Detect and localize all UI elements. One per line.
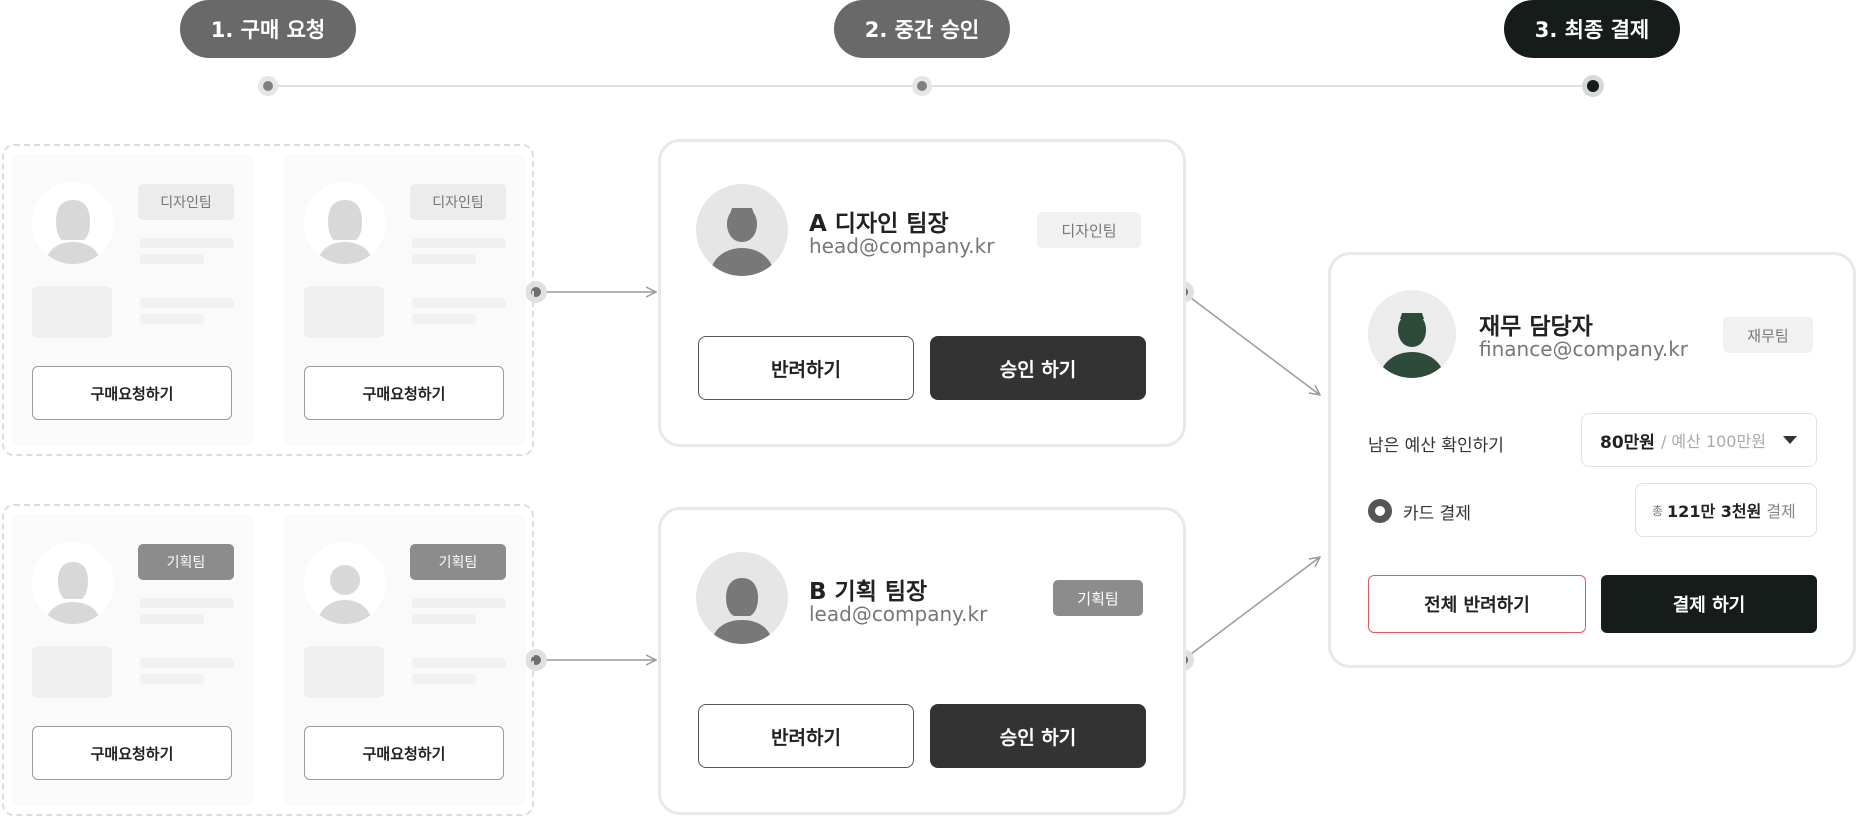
button-label: 반려하기 — [771, 726, 841, 749]
team-badge-label: 재무팀 — [1747, 326, 1789, 345]
skeleton-line — [412, 314, 476, 324]
team-badge: 디자인팀 — [410, 184, 506, 220]
button-label: 승인 하기 — [999, 358, 1077, 381]
avatar-male-icon — [304, 542, 386, 624]
purchase-request-button[interactable]: 구매요청하기 — [32, 726, 232, 780]
approver-card-b: B 기획 팀장 lead@company.kr 기획팀 반려하기 승인 하기 — [658, 507, 1186, 815]
reject-all-button[interactable]: 전체 반려하기 — [1368, 575, 1586, 633]
purchase-request-button[interactable]: 구매요청하기 — [304, 726, 504, 780]
request-card: 디자인팀 구매요청하기 — [12, 154, 254, 446]
approver-card-a: A 디자인 팀장 head@company.kr 디자인팀 반려하기 승인 하기 — [658, 139, 1186, 447]
request-group-planning — [2, 504, 534, 816]
skeleton-block — [304, 286, 384, 338]
budget-label: 남은 예산 확인하기 — [1368, 436, 1504, 456]
finance-email: finance@company.kr — [1479, 337, 1688, 361]
button-label: 구매요청하기 — [90, 384, 174, 403]
pay-button[interactable]: 결제 하기 — [1601, 575, 1817, 633]
skeleton-block — [32, 286, 112, 338]
payment-method-label: 카드 결제 — [1403, 504, 1471, 524]
request-card: 기획팀 구매요청하기 — [12, 514, 254, 806]
approve-button[interactable]: 승인 하기 — [930, 704, 1146, 768]
purchase-request-button[interactable]: 구매요청하기 — [304, 366, 504, 420]
step-3-label: 3. 최종 결제 — [1534, 18, 1650, 42]
avatar-male-icon — [696, 184, 788, 276]
step-1-label: 1. 구매 요청 — [210, 18, 326, 42]
caret-down-icon — [1783, 436, 1797, 444]
radio-selected-icon[interactable] — [1368, 499, 1392, 523]
button-label: 구매요청하기 — [362, 384, 446, 403]
radio-dot — [1375, 506, 1385, 516]
budget-total: / 예산 100만원 — [1660, 432, 1766, 451]
request-card: 디자인팀 구매요청하기 — [284, 154, 526, 446]
team-badge-label: 기획팀 — [438, 555, 478, 571]
total-prefix: 총 — [1652, 503, 1664, 518]
step-1-pill: 1. 구매 요청 — [180, 0, 356, 58]
finance-card: 재무 담당자 finance@company.kr 재무팀 남은 예산 확인하기… — [1328, 252, 1856, 668]
team-badge: 재무팀 — [1723, 317, 1813, 353]
step-2-label: 2. 중간 승인 — [864, 18, 980, 42]
skeleton-line — [412, 254, 476, 264]
button-label: 승인 하기 — [999, 726, 1077, 749]
finance-name: 재무 담당자 — [1479, 314, 1593, 340]
avatar-male-icon — [1368, 290, 1456, 378]
avatar-female-icon — [32, 182, 114, 264]
team-badge-label: 기획팀 — [1077, 589, 1119, 608]
step-3-pill: 3. 최종 결제 — [1504, 0, 1680, 58]
avatar-female-icon — [696, 552, 788, 644]
purchase-request-button[interactable]: 구매요청하기 — [32, 366, 232, 420]
avatar-female-icon — [32, 542, 114, 624]
team-badge-label: 디자인팀 — [1061, 221, 1117, 240]
approver-name: B 기획 팀장 — [809, 579, 928, 605]
total-amount-box: 총 121만 3천원 결제 — [1635, 483, 1817, 537]
button-label: 구매요청하기 — [362, 744, 446, 763]
team-badge: 디자인팀 — [138, 184, 234, 220]
team-badge: 기획팀 — [138, 544, 234, 580]
skeleton-line — [140, 674, 204, 684]
step-2-pill: 2. 중간 승인 — [834, 0, 1010, 58]
budget-dropdown[interactable]: 80만원 / 예산 100만원 — [1581, 413, 1817, 467]
team-badge: 기획팀 — [410, 544, 506, 580]
button-label: 전체 반려하기 — [1424, 595, 1530, 616]
skeleton-line — [140, 314, 204, 324]
skeleton-line — [412, 238, 506, 248]
button-label: 결제 하기 — [1672, 595, 1746, 616]
team-badge-label: 디자인팀 — [432, 195, 484, 211]
button-label: 구매요청하기 — [90, 744, 174, 763]
skeleton-line — [140, 238, 234, 248]
skeleton-block — [304, 646, 384, 698]
approver-name: A 디자인 팀장 — [809, 211, 949, 237]
reject-button[interactable]: 반려하기 — [698, 704, 914, 768]
arrow-approver-b-to-finance — [1182, 557, 1320, 661]
skeleton-line — [412, 674, 476, 684]
total-amount: 121만 3천원 — [1667, 502, 1762, 521]
skeleton-line — [140, 658, 234, 668]
skeleton-line — [412, 614, 476, 624]
reject-button[interactable]: 반려하기 — [698, 336, 914, 400]
skeleton-line — [140, 598, 234, 608]
button-label: 반려하기 — [771, 358, 841, 381]
skeleton-line — [412, 658, 506, 668]
budget-remaining: 80만원 — [1600, 432, 1655, 453]
approver-email: head@company.kr — [809, 234, 995, 258]
request-card: 기획팀 구매요청하기 — [284, 514, 526, 806]
skeleton-line — [412, 598, 506, 608]
skeleton-line — [140, 254, 204, 264]
skeleton-block — [32, 646, 112, 698]
total-suffix: 결제 — [1766, 502, 1796, 521]
arrow-approver-a-to-finance — [1182, 291, 1320, 395]
skeleton-line — [140, 614, 204, 624]
team-badge: 디자인팀 — [1037, 212, 1141, 248]
approver-email: lead@company.kr — [809, 602, 988, 626]
team-badge-label: 기획팀 — [166, 555, 206, 571]
team-badge-label: 디자인팀 — [160, 195, 212, 211]
avatar-female-icon — [304, 182, 386, 264]
request-group-design — [2, 144, 534, 456]
team-badge: 기획팀 — [1053, 580, 1143, 616]
approve-button[interactable]: 승인 하기 — [930, 336, 1146, 400]
skeleton-line — [140, 298, 234, 308]
skeleton-line — [412, 298, 506, 308]
